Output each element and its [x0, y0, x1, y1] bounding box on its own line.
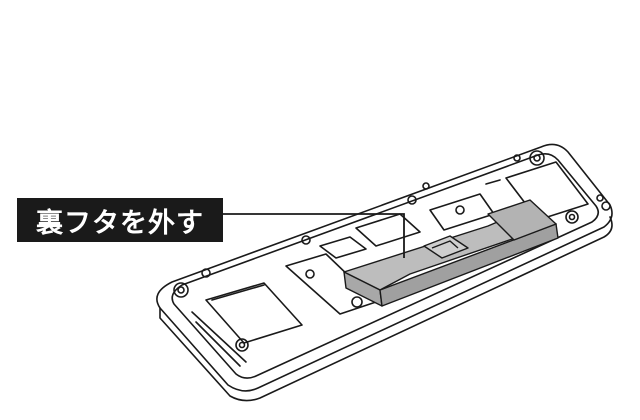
panel-right-middle — [429, 193, 495, 231]
back-cover — [343, 199, 559, 307]
screw-boss-right — [565, 210, 579, 224]
leader-line — [223, 213, 405, 258]
callout-label: 裏フタを外す — [36, 207, 204, 239]
panel-center — [355, 213, 421, 247]
screw-boss-bottom — [235, 338, 249, 352]
callout-box: 裏フタを外す — [17, 198, 223, 242]
screw-boss-top-left — [173, 282, 189, 298]
panel-window — [319, 236, 367, 259]
device-outer-frame — [156, 143, 613, 392]
device-side-edge — [159, 216, 613, 402]
device-inner-frame — [171, 153, 600, 379]
screw-boss-top-right — [529, 150, 545, 166]
back-cover-right-tab — [487, 199, 557, 241]
panel-left — [205, 282, 303, 344]
back-cover-front-long — [379, 223, 559, 307]
screw-boss-mid — [351, 296, 363, 308]
cover-latch — [423, 235, 469, 259]
